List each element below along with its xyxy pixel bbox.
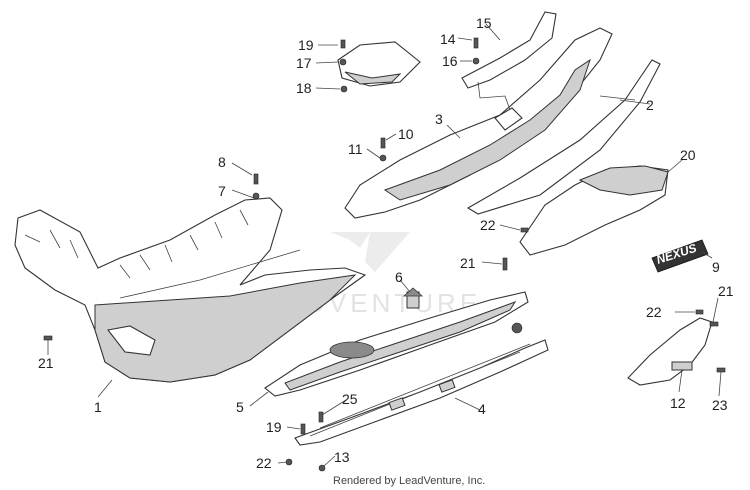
callout-1: 1 (94, 399, 102, 415)
callout-13: 13 (334, 449, 350, 465)
badge-plate (651, 239, 709, 273)
floor-board-emblem (329, 341, 375, 359)
callout-21-center: 21 (460, 255, 476, 271)
part-3-side-cover[interactable] (344, 27, 613, 219)
callout-16: 16 (442, 53, 458, 69)
part-17-small-cover[interactable] (337, 41, 421, 87)
callout-20: 20 (680, 147, 696, 163)
callout-15: 15 (476, 15, 492, 31)
leader-lines (47, 23, 722, 467)
callout-22-bottom: 22 (256, 455, 272, 471)
callout-4: 4 (478, 401, 486, 417)
part-20-rear-lower-cover[interactable] (519, 165, 669, 256)
part-4-floor-frame[interactable] (294, 339, 549, 446)
callout-21-left: 21 (38, 355, 54, 371)
callout-10: 10 (398, 126, 414, 142)
callouts: 1 2 3 4 5 6 7 8 9 10 11 12 13 14 15 16 1… (38, 15, 734, 471)
callout-19-bottom: 19 (266, 419, 282, 435)
callout-12: 12 (670, 395, 686, 411)
watermark-logo (330, 232, 410, 272)
callout-19-top: 19 (298, 37, 314, 53)
callout-22-right: 22 (646, 304, 662, 320)
callout-21-right: 21 (718, 283, 734, 299)
callout-14: 14 (440, 31, 456, 47)
callout-23: 23 (712, 397, 728, 413)
part-1-leg-shield[interactable] (14, 197, 367, 383)
callout-22-center: 22 (480, 217, 496, 233)
fasteners (43, 37, 726, 472)
part-5-floor-board[interactable] (264, 291, 529, 397)
callout-9: 9 (712, 259, 720, 275)
part-2-side-strip[interactable] (466, 59, 661, 215)
callout-11: 11 (348, 141, 363, 157)
callout-2: 2 (646, 97, 654, 113)
part-9-nexus-badge[interactable]: NEXUS (651, 239, 709, 273)
callout-17: 17 (296, 55, 312, 71)
bracket-tab (671, 361, 693, 371)
callout-5: 5 (236, 399, 244, 415)
callout-18: 18 (296, 80, 312, 96)
part-15-grab-handle[interactable] (461, 11, 557, 111)
part-6-rivet[interactable] (402, 287, 424, 309)
callout-3: 3 (435, 111, 443, 127)
callout-6: 6 (395, 269, 403, 285)
callout-7: 7 (218, 183, 226, 199)
credit-text: Rendered by LeadVenture, Inc. (333, 475, 485, 487)
part-12-rear-bracket[interactable] (627, 317, 713, 386)
frame-bracket (388, 397, 406, 411)
callout-25: 25 (342, 391, 358, 407)
frame-bracket (438, 379, 456, 393)
callout-8: 8 (218, 154, 226, 170)
